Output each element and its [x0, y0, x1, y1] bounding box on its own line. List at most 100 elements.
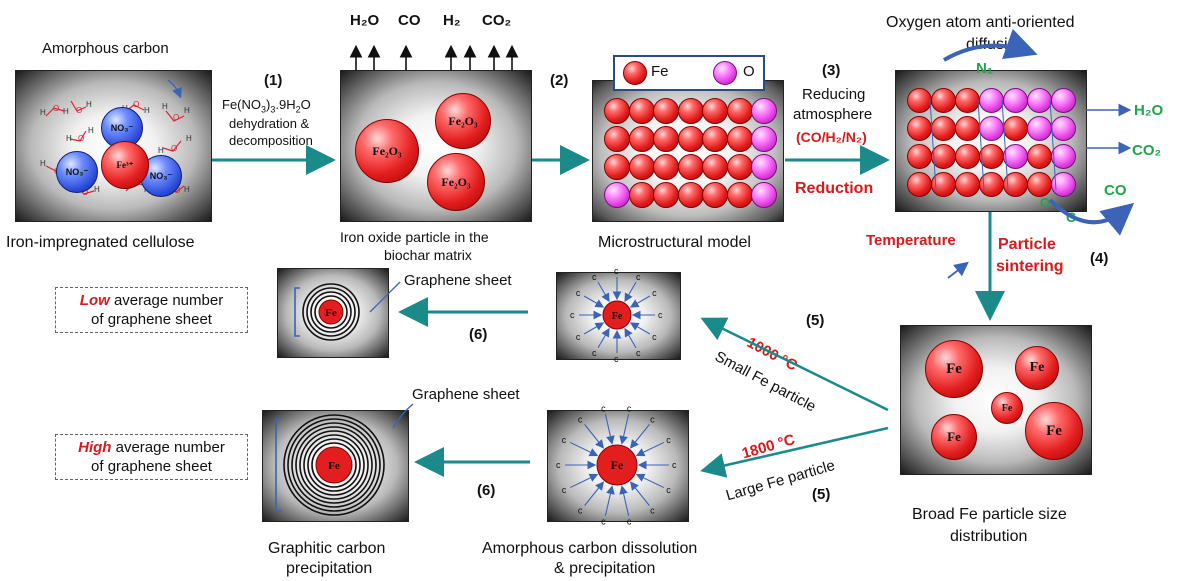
- iron-atom: [1003, 116, 1028, 141]
- step-5-top-number: (5): [806, 312, 825, 329]
- carbon-atom-label: c: [658, 310, 663, 320]
- carbon-diffusion-arrow: [569, 473, 599, 489]
- oxygen-diffusion-label-1: Oxygen atom anti-oriented: [886, 14, 1075, 31]
- fe-core-label: Fe: [325, 307, 337, 319]
- graphitic-label-2: precipitation: [286, 560, 373, 577]
- carbon-atom-label: c: [652, 332, 657, 342]
- svg-text:H: H: [86, 100, 92, 109]
- carbon-diffusion-arrow: [597, 327, 610, 349]
- graphitic-label-1: Graphitic carbon: [268, 540, 386, 557]
- iron-atom: [702, 126, 728, 152]
- biochar-box: Fe₂O₃ Fe₂O₃ Fe₂O₃: [340, 70, 532, 222]
- arrow-step-5-top: [700, 317, 889, 412]
- carbon-atom-label: c: [570, 310, 575, 320]
- oxygen-atom: [1003, 144, 1028, 169]
- graphene-ring: [303, 434, 365, 496]
- iron-atom: [604, 126, 630, 152]
- iron-ion: Fe³⁺: [101, 141, 149, 189]
- carbon-diffusion-arrow: [619, 485, 630, 516]
- carbon-atom-label: c: [627, 403, 632, 413]
- oxygen-path-line: [1049, 99, 1057, 191]
- low-graphene-note: Low average number of graphene sheet: [55, 287, 248, 333]
- carbon-atom-label: c: [652, 288, 657, 298]
- iron-atom: [1027, 172, 1052, 197]
- nitrate-label: NO₃⁻: [149, 170, 173, 181]
- iron-atom: [726, 98, 753, 124]
- carbon-atom-label: c: [556, 460, 561, 470]
- broad-fe-label-2: distribution: [950, 528, 1028, 545]
- carbon-diffusion-arrow: [629, 295, 651, 308]
- graphene-sheet-top-label: Graphene sheet: [404, 272, 512, 289]
- fe-core-label: Fe: [611, 458, 624, 472]
- carbon-atom-label: c: [576, 332, 581, 342]
- graphene-thickness-bracket: [275, 418, 281, 512]
- svg-text:O: O: [76, 106, 82, 115]
- carbon-diffusion-arrow: [584, 424, 605, 449]
- carbon-diffusion-arrow: [629, 322, 651, 335]
- graphene-ring: [283, 414, 385, 516]
- oxygen-atom: [751, 182, 777, 208]
- fe-core-label: Fe: [612, 311, 623, 322]
- iron-atom: [677, 98, 704, 124]
- graphene-ring: [310, 291, 352, 333]
- step-6-bottom-number: (6): [477, 482, 496, 499]
- carbon-diffusion-arrow: [604, 485, 615, 516]
- carbon-atom-label: c: [578, 415, 583, 425]
- carbon-atom-label: c: [592, 272, 597, 282]
- graphene-ring: [295, 426, 373, 504]
- graphene-sheet-bottom-label: Graphene sheet: [412, 386, 520, 403]
- high-graphene-note: High average number of graphene sheet: [55, 434, 248, 480]
- graphene-core-small: [318, 299, 344, 325]
- oxygen-path-line: [929, 99, 937, 191]
- carbon-diffusion-arrow: [619, 414, 630, 445]
- carbon-atom-label: c: [666, 435, 671, 445]
- co2-out-label: CO₂: [1132, 142, 1162, 159]
- gas-h2o-top: H₂O: [350, 12, 380, 29]
- broad-fe-label-1: Broad Fe particle size: [912, 506, 1067, 523]
- oxygen-atom: [1051, 116, 1076, 141]
- svg-text:H: H: [184, 106, 190, 115]
- legend-fe-label: Fe: [651, 63, 669, 80]
- carbon-atom-label: c: [650, 415, 655, 425]
- carbon-diffusion-arrow: [629, 481, 650, 506]
- oxygen-atom: [1051, 144, 1076, 169]
- graphene-ring: [311, 442, 357, 488]
- oxygen-atom: [751, 98, 777, 124]
- carbon-diffusion-arrow: [624, 281, 637, 303]
- gas-h2-top: H₂: [443, 12, 461, 29]
- carbon-diffusion-arrow: [569, 441, 599, 457]
- graphene-ring: [314, 295, 348, 329]
- iron-atom: [907, 88, 932, 113]
- fe-particle-topright: Fe: [1015, 346, 1059, 390]
- iron-atom: [955, 88, 980, 113]
- step-3-number: (3): [822, 62, 841, 79]
- iron-atom: [907, 144, 932, 169]
- iron-impregnated-cellulose-label: Iron-impregnated cellulose: [6, 234, 195, 251]
- carbon-diffusion-arrow: [635, 441, 665, 457]
- oxygen-atom: [1027, 116, 1052, 141]
- co-out-label: CO: [1104, 182, 1127, 199]
- fe2o3-particle-top: Fe₂O₃: [435, 93, 491, 149]
- carbon-atom-label: c: [650, 505, 655, 515]
- step-5-bottom-number: (5): [812, 486, 831, 503]
- svg-text:H: H: [66, 134, 72, 143]
- step-1-line3: decomposition: [229, 133, 313, 148]
- carbon-atom-label: c: [578, 505, 583, 515]
- fe-particle-left: Fe: [931, 414, 977, 460]
- oxygen-atom: [1003, 88, 1028, 113]
- svg-text:H: H: [40, 159, 46, 168]
- iron-atom: [677, 182, 704, 208]
- fe-particle-large-bottomright: Fe: [1025, 402, 1083, 460]
- oxygen-atom: [1051, 88, 1076, 113]
- carbon-atom-label: c: [672, 460, 677, 470]
- carbon-diffusion-arrow: [604, 414, 615, 445]
- graphene-thickness-bracket: [294, 287, 300, 337]
- iron-atom: [955, 144, 980, 169]
- carbon-diffusion-arrow: [583, 295, 605, 308]
- particle-label: Particle: [998, 236, 1056, 253]
- graphene-core-large: [315, 446, 353, 484]
- nitrate-label: NO₃⁻: [65, 166, 89, 177]
- oxygen-atom: [751, 126, 777, 152]
- iron-ion-label: Fe³⁺: [116, 159, 134, 170]
